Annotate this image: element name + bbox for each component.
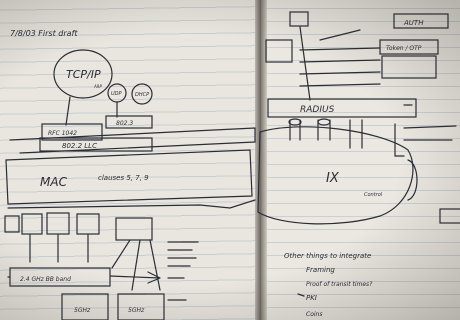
date-title: 7/8/03 First draft xyxy=(10,29,78,38)
wet-box xyxy=(440,209,460,223)
cylinder-top-2 xyxy=(318,119,330,125)
mac-label: MAC xyxy=(40,175,68,189)
cylinder-bracket xyxy=(395,124,404,156)
phy-box-5 xyxy=(116,218,152,240)
clauses-label: clauses 5, 7, 9 xyxy=(98,174,149,182)
baseband-label: 2.4 GHz BB band xyxy=(20,276,71,283)
auth-label: AUTH xyxy=(403,19,424,27)
arp-label: ARP xyxy=(93,84,103,89)
tcpip-to-rfc-line xyxy=(66,97,70,125)
notes-heading: Other things to integrate xyxy=(284,252,371,260)
cylinders xyxy=(290,120,362,148)
control-label: Control xyxy=(364,192,383,198)
token-label: Token / OTP xyxy=(386,45,422,52)
udp-label: UDP xyxy=(111,91,122,97)
dot3-label: 802.3 xyxy=(116,120,133,127)
radius-label: RADIUS xyxy=(300,105,335,115)
left-misc-text xyxy=(168,242,198,300)
phy-box-2 xyxy=(22,214,42,234)
phy-box-4 xyxy=(77,214,99,234)
note-pki: PKI xyxy=(306,294,317,302)
phy-box-3 xyxy=(47,213,69,234)
right-small-box xyxy=(382,56,436,78)
note-coins: Coins xyxy=(306,311,322,318)
foot-label-left: 5GHz xyxy=(74,307,91,314)
note-proof: Proof of transit times? xyxy=(306,281,373,288)
auth-lines xyxy=(300,27,380,100)
phy-box-1 xyxy=(5,216,19,232)
foot-label-right: 5GHz xyxy=(128,307,145,314)
note-bullets xyxy=(298,294,304,296)
llc-label: 802.2 LLC xyxy=(62,142,97,150)
ix-label: IX xyxy=(326,171,340,186)
left-upper-box xyxy=(266,40,292,62)
tcpip-label: TCP/IP xyxy=(66,68,101,81)
bus-line xyxy=(8,200,255,208)
top-corner-box xyxy=(290,12,308,26)
rfc1042-label: RFC 1042 xyxy=(48,130,77,137)
right-edge-lines xyxy=(404,126,456,140)
radius-bar xyxy=(268,99,416,117)
dhcp-label: DHCP xyxy=(135,92,149,98)
note-framing: Framing xyxy=(306,266,335,274)
cylinder-top-1 xyxy=(289,119,301,125)
